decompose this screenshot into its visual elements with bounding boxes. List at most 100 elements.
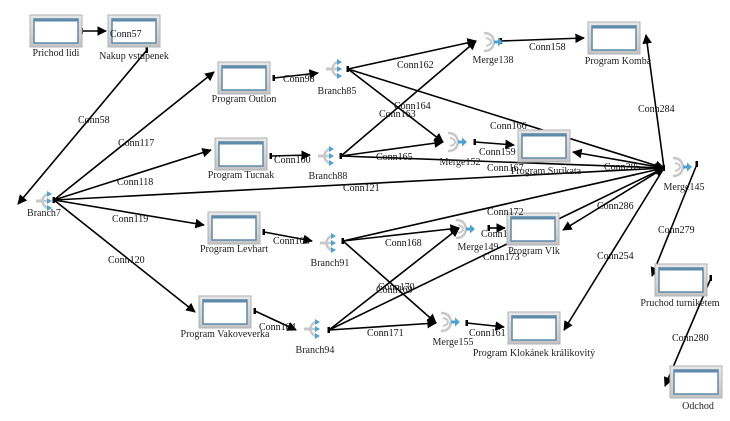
block-klokanek[interactable]: Program Klokánek králikovitý: [473, 311, 595, 359]
connection-conn168[interactable]: [342, 224, 460, 242]
connection-label: Conn280: [672, 333, 709, 344]
connection-label: Conn161: [469, 328, 506, 339]
connection-conn279[interactable]: [650, 163, 698, 277]
connection-label: Conn279: [658, 225, 695, 236]
block-titlebar: [219, 142, 263, 145]
connection-conn98[interactable]: [273, 69, 319, 79]
connection-conn103[interactable]: [263, 231, 313, 245]
branch-branch88[interactable]: Branch88: [309, 146, 348, 182]
block-label: Program Vlk: [508, 246, 560, 257]
block-levhart[interactable]: Program Levhart: [200, 211, 268, 255]
merge-merge145[interactable]: Merge145: [664, 156, 705, 193]
connection-label: Conn118: [117, 177, 153, 188]
block-titlebar: [203, 300, 247, 303]
connection-conn119[interactable]: [53, 199, 205, 229]
connection-label: Conn103: [273, 236, 310, 247]
branch-branch7[interactable]: Branch7: [27, 191, 61, 219]
block-pruchod[interactable]: Pruchod turniketem: [640, 263, 720, 309]
connection-conn158[interactable]: [500, 33, 585, 44]
merge-merge152[interactable]: Merge152: [440, 131, 481, 168]
connection-label: Conn167: [487, 163, 524, 174]
block-label: Program Komba: [585, 56, 652, 67]
connection-conn120[interactable]: [53, 199, 196, 313]
connection-label: Conn168: [385, 238, 422, 249]
block-prichod[interactable]: Prichod lidi: [29, 14, 83, 59]
connection-conn118[interactable]: [53, 148, 212, 201]
block-window: [658, 267, 704, 293]
connection-port-marker: [473, 139, 476, 145]
connection-conn169[interactable]: [328, 227, 460, 331]
connection-conn117[interactable]: [53, 71, 215, 201]
connection-conn164[interactable]: [347, 68, 444, 143]
connection-conn254[interactable]: [563, 167, 665, 331]
block-tucnak[interactable]: Program Tucnak: [208, 137, 274, 181]
block-titlebar: [522, 134, 566, 137]
connection-label: Conn58: [78, 115, 110, 126]
block-titlebar: [592, 26, 636, 29]
block-window: [591, 25, 637, 51]
connection-conn284[interactable]: [642, 34, 665, 169]
block-label: Prichod lidi: [33, 48, 80, 59]
connection-label: Conn286: [597, 201, 634, 212]
connection-conn285[interactable]: [572, 148, 665, 169]
connection-conn165[interactable]: [340, 138, 444, 157]
connection-conn167[interactable]: [340, 155, 665, 173]
connection-conn100[interactable]: [270, 150, 311, 161]
connection-conn171[interactable]: [328, 318, 437, 331]
block-komba[interactable]: Program Komba: [585, 21, 652, 67]
merge-label: Merge138: [473, 55, 514, 66]
connection-conn166[interactable]: [347, 68, 665, 170]
connection-port-marker: [346, 66, 349, 72]
connection-label: Conn164: [394, 101, 431, 112]
connection-label: Conn284: [638, 104, 675, 115]
connection-labels-layer: Conn57Conn58Conn117Conn118Conn119Conn120…: [78, 29, 709, 344]
connection-port-marker: [662, 165, 665, 171]
block-window: [510, 216, 556, 242]
connection-label: Conn100: [274, 155, 311, 166]
branch-icon: [36, 191, 52, 211]
connection-conn172[interactable]: [342, 165, 665, 242]
connection-port-marker: [272, 75, 275, 81]
connection-label: Conn120: [108, 255, 145, 266]
connection-conn173[interactable]: [328, 167, 665, 331]
branch-label: Branch7: [27, 208, 61, 219]
merge-merge138[interactable]: Merge138: [473, 31, 514, 66]
merge-merge155[interactable]: Merge155: [433, 311, 474, 348]
block-window: [111, 18, 157, 44]
connection-label: Conn119: [112, 214, 148, 225]
connection-port-marker: [52, 197, 55, 203]
connection-conn162[interactable]: [347, 38, 477, 70]
block-odchod[interactable]: Odchod: [669, 365, 723, 412]
block-titlebar: [674, 370, 718, 373]
block-label: Odchod: [682, 401, 714, 412]
branch-branch91[interactable]: Branch91: [311, 233, 350, 269]
connection-label: Conn117: [118, 138, 154, 149]
connection-conn286[interactable]: [562, 167, 665, 231]
connection-label: Conn166: [490, 121, 527, 132]
connection-conn121[interactable]: [53, 163, 665, 201]
branch-icon: [318, 146, 334, 166]
branch-label: Branch88: [309, 171, 348, 182]
merge-label: Merge145: [664, 182, 705, 193]
block-surikata[interactable]: Program Surikata: [511, 129, 582, 177]
connection-conn163[interactable]: [340, 40, 477, 157]
block-nakup[interactable]: Nakup vstupenek: [99, 14, 169, 62]
connection-label: Conn254: [597, 251, 634, 262]
block-outlon[interactable]: Program Outlon: [212, 61, 277, 105]
connection-port-marker: [145, 47, 148, 53]
merge-label: Merge152: [440, 157, 481, 168]
connection-conn159[interactable]: [474, 139, 515, 150]
connection-conn104[interactable]: [254, 310, 297, 331]
block-label: Program Outlon: [212, 94, 277, 105]
branch-branch85[interactable]: Branch85: [318, 59, 357, 97]
merge-icon: [455, 218, 475, 240]
block-vlk[interactable]: Program Vlk: [506, 212, 560, 257]
merge-merge149[interactable]: Merge149: [455, 218, 498, 253]
connection-conn161[interactable]: [466, 321, 505, 331]
connection-conn58[interactable]: [17, 49, 148, 205]
connection-port-marker: [269, 153, 272, 159]
block-vakoveverka[interactable]: Program Vakoveverka: [181, 295, 271, 340]
branch-branch94[interactable]: Branch94: [296, 319, 335, 356]
connection-label: Conn159: [479, 147, 516, 158]
